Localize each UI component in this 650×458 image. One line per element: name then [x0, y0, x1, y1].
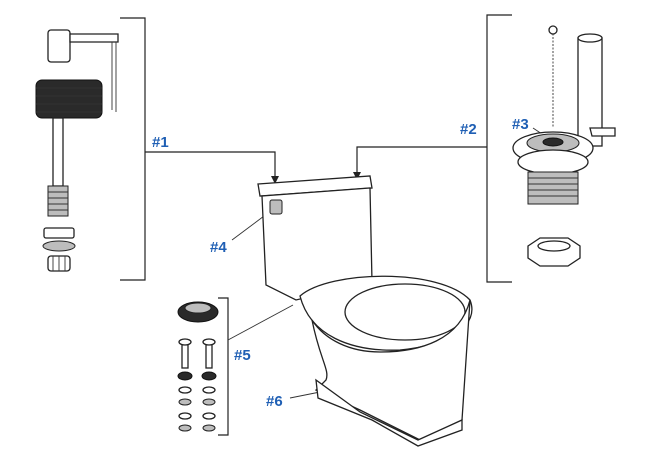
tank-lid [257, 175, 373, 197]
callout-labels: #1 #2 #3 #4 #5 #6 [152, 116, 529, 410]
callout-label-5: #5 [234, 347, 251, 364]
leader-part-5 [227, 304, 294, 341]
callout-label-1: #1 [152, 134, 169, 151]
bracket-part-1 [120, 17, 146, 281]
fill-valve [35, 29, 119, 272]
arrow-part-2 [353, 172, 361, 180]
mounting-hardware [177, 301, 219, 432]
flush-valve [512, 25, 616, 267]
leader-lines [120, 14, 549, 436]
callout-label-6: #6 [266, 393, 283, 410]
trip-lever [269, 199, 283, 215]
leader-part-6 [289, 391, 321, 399]
toilet [257, 175, 473, 447]
bowl-pedestal [311, 299, 471, 441]
callout-label-4: #4 [210, 239, 227, 256]
bowl-opening [344, 283, 466, 341]
leader-part-2 [356, 146, 487, 176]
leader-part-1 [145, 151, 276, 180]
bracket-part-5 [218, 297, 229, 436]
callout-label-2: #2 [460, 121, 477, 138]
callout-label-3: #3 [512, 116, 529, 133]
bowl-base [315, 378, 463, 447]
bracket-part-2 [486, 14, 512, 283]
arrow-part-1 [271, 176, 279, 184]
